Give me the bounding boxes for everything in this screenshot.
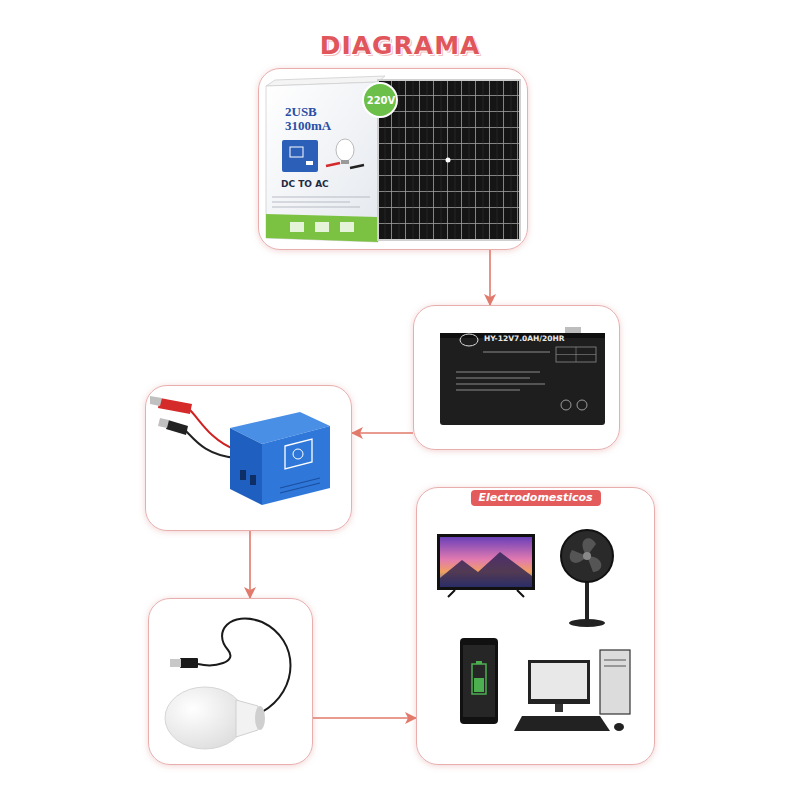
box-text: DC TO AC [281, 179, 329, 190]
pc-tower [600, 650, 630, 714]
box-text: HY-12V7.0AH/20HR [484, 334, 565, 343]
flow-arrow [313, 717, 416, 719]
clamp-thumbnail [350, 165, 364, 168]
kit-box-front [266, 82, 378, 242]
socket-hole [293, 449, 303, 459]
bulb-thumbnail [336, 139, 354, 161]
usb-port [250, 475, 256, 485]
red-wire [190, 410, 236, 450]
inverter-front [230, 428, 262, 505]
spec-table-grid [556, 347, 596, 362]
flow-arrow [249, 531, 251, 598]
fine-print [272, 197, 370, 207]
usb-port [240, 470, 246, 480]
clamp-jaw [158, 418, 169, 428]
tv-stand [448, 590, 524, 597]
bulb-globe [165, 687, 245, 749]
inverter-side [262, 426, 330, 505]
solar-kit-box: 2USB 3100mA 220V DC TO AC [258, 68, 528, 250]
monitor-stand [555, 704, 563, 712]
mouse [614, 723, 624, 731]
diagram-title: DIAGRAMA [0, 31, 800, 61]
socket-thumbnail [290, 147, 303, 157]
keyboard [514, 716, 610, 731]
clamp-thumbnail [326, 163, 340, 166]
ac-socket [285, 439, 312, 469]
recycle-icon [577, 400, 587, 410]
monitor-screen [531, 663, 587, 699]
inverter-box [145, 385, 352, 531]
black-wire [185, 430, 236, 458]
battery-box: HY-12V7.0AH/20HR [413, 305, 620, 450]
vent-slots [280, 478, 320, 493]
battery-body [440, 333, 605, 425]
bulb-cap [255, 706, 265, 730]
usb-thumbnail [306, 161, 313, 165]
brand-logo [460, 334, 478, 346]
usb-plug [180, 658, 198, 668]
box-text: Electrodomesticos [470, 490, 600, 506]
icon-chip [315, 222, 329, 232]
junction-dot [446, 158, 451, 163]
usb-plug-tip [170, 659, 181, 667]
appliances-box: Electrodomesticos [416, 487, 655, 765]
icon-chip [340, 222, 354, 232]
battery-icon-tip [476, 661, 482, 664]
flow-arrow [489, 250, 491, 305]
bulb-cap-thumbnail [341, 160, 349, 164]
tv-mountains [440, 552, 532, 587]
box-text: 220V [363, 95, 399, 107]
red-clamp [158, 398, 192, 414]
bulb-box [148, 598, 313, 765]
tv-screen [440, 537, 532, 587]
phone-screen [463, 645, 495, 717]
battery-icon-fill [474, 678, 484, 692]
clamp-jaw [150, 396, 162, 406]
black-clamp [166, 420, 188, 435]
fan-base [569, 619, 605, 627]
fan-hub [583, 552, 591, 560]
recycle-icon [561, 400, 571, 410]
kit-box-stripe [266, 214, 378, 242]
box-text: 2USB 3100mA [285, 105, 331, 133]
phone-body [460, 638, 498, 724]
spec-table [556, 347, 596, 362]
bulb-neck [236, 700, 258, 737]
battery-icon [472, 664, 486, 694]
flow-arrow [352, 432, 413, 434]
tv-frame [437, 534, 535, 590]
battery-fine-print [456, 352, 550, 390]
icon-chip [290, 222, 304, 232]
inverter-thumbnail [282, 140, 318, 172]
drive-bays [604, 660, 626, 666]
solar-panel [378, 80, 520, 240]
fan-blades [570, 538, 602, 572]
fan-pole [585, 580, 589, 622]
fan-head [561, 530, 613, 582]
monitor-frame [528, 660, 590, 704]
